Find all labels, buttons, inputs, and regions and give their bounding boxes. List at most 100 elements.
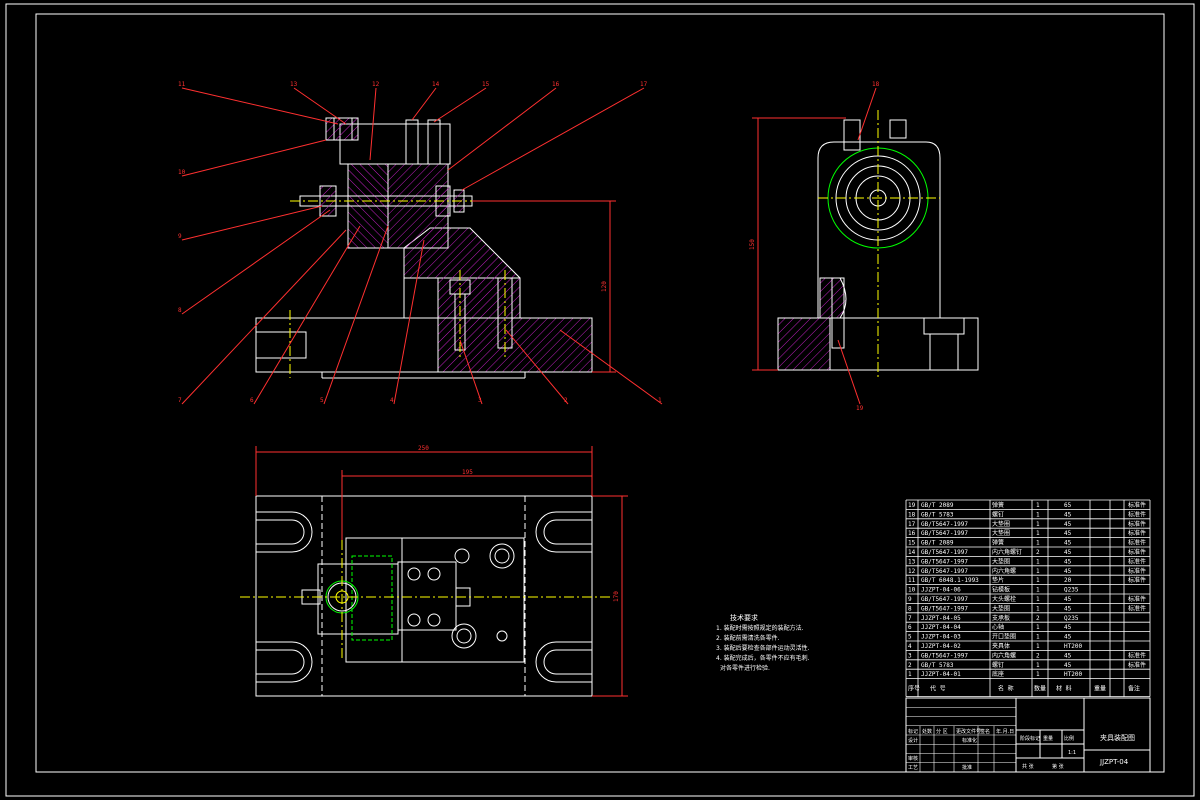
leader-line [461, 87, 645, 191]
bom-material: 45 [1064, 549, 1072, 556]
bom-no: 5 [908, 634, 912, 641]
bom-name: 垫片 [992, 576, 1004, 584]
bom-qty: 1 [1036, 530, 1040, 537]
bom-code: GB/T5647-1997 [921, 568, 968, 575]
drawing-name: 夹具装配图 [1100, 733, 1135, 742]
note-line-4: 4. 装配完成后，各零件不应有毛刺. [716, 654, 810, 662]
leader-label: 1 [658, 397, 662, 404]
bom-note: 标准件 [1128, 604, 1146, 612]
bom-name: 大垫圈 [992, 520, 1010, 528]
bom-qty: 2 [1036, 549, 1040, 556]
leader-line [411, 87, 437, 121]
bom-note: 标准件 [1128, 510, 1146, 518]
bom-no: 3 [908, 652, 912, 659]
bom-code: GB/T 6048.1-1993 [921, 577, 979, 584]
bom-material: 45 [1064, 540, 1072, 547]
tb-label-sheet: 第 张 [1052, 763, 1064, 770]
bom-name: 心轴 [992, 623, 1004, 631]
bom-name: 夹具体 [992, 642, 1010, 650]
tb-label-weight: 重量 [1043, 735, 1053, 742]
bom-no: 16 [908, 530, 916, 537]
bom-name: 内六角螺 [992, 567, 1016, 575]
bom-qty: 1 [1036, 502, 1040, 509]
tb-label-mark: 标记 [908, 728, 918, 735]
bom-qty: 1 [1036, 671, 1040, 678]
bom-no: 6 [908, 624, 912, 631]
bom-note: 标准件 [1128, 539, 1146, 547]
bom-material: 65 [1064, 502, 1072, 509]
leader-label: 9 [178, 233, 182, 240]
bom-note: 标准件 [1128, 501, 1146, 509]
bom-qty: 1 [1036, 558, 1040, 565]
bom-no: 10 [908, 587, 916, 594]
bom-code: GB/T5647-1997 [921, 530, 968, 537]
leader-line [181, 87, 339, 125]
bom-code: GB/T5647-1997 [921, 605, 968, 612]
bom-code: GB/T5647-1997 [921, 596, 968, 603]
bom-qty: 1 [1036, 568, 1040, 575]
bom-header-qty: 数量 [1034, 685, 1046, 693]
bom-qty: 1 [1036, 643, 1040, 650]
bom-material: HT200 [1064, 671, 1082, 678]
leader-label: 15 [482, 81, 490, 88]
bom-code: GB/T 2089 [921, 502, 954, 509]
leader-line [447, 87, 557, 171]
bom-code: GB/T 5783 [921, 511, 954, 518]
leader-label: 6 [250, 397, 254, 404]
leader-label: 16 [552, 81, 560, 88]
bom-no: 13 [908, 558, 916, 565]
bom-no: 9 [908, 596, 912, 603]
bom-no: 4 [908, 643, 912, 650]
leader-label: 14 [432, 81, 440, 88]
tb-label-process: 工艺 [908, 765, 918, 771]
bom-material: 45 [1064, 511, 1072, 518]
bom-qty: 1 [1036, 634, 1040, 641]
bom-qty: 1 [1036, 605, 1040, 612]
leader-line [181, 205, 323, 241]
bom-note: 标准件 [1128, 548, 1146, 556]
leader-label: 3 [478, 397, 482, 404]
bom-note: 标准件 [1128, 576, 1146, 584]
bom-qty: 1 [1036, 596, 1040, 603]
front-dim-height: 120 [601, 281, 608, 292]
bom-name: 弹簧 [992, 501, 1004, 509]
leader-label: 13 [290, 81, 298, 88]
leader-line [323, 225, 389, 405]
leader-label: 4 [390, 397, 394, 404]
leader-line [253, 225, 361, 405]
bom-note: 标准件 [1128, 661, 1146, 669]
leader-line [369, 87, 377, 161]
bom-note: 标准件 [1128, 520, 1146, 528]
leader-line [433, 87, 487, 123]
bom-material: Q235 [1064, 615, 1079, 622]
leader-label: 12 [372, 81, 380, 88]
note-line-5: 对各零件进行检验. [720, 664, 770, 672]
leader-line [459, 339, 483, 405]
leader-line [837, 339, 861, 405]
tb-label-count: 处数 [922, 728, 932, 735]
bom-qty: 2 [1036, 615, 1040, 622]
note-line-2: 2. 装配前需清洗各零件. [716, 634, 780, 642]
drawing-code: JJZPT-04 [1099, 758, 1129, 766]
bom-material: 45 [1064, 662, 1072, 669]
leader-label: 11 [178, 81, 186, 88]
bom-no: 14 [908, 549, 916, 556]
leader-label: 10 [178, 169, 186, 176]
bom-no: 11 [908, 577, 916, 584]
bom-name: 开口垫圈 [992, 633, 1016, 641]
bom-qty: 1 [1036, 624, 1040, 631]
leader-line [559, 329, 663, 405]
bom-code: JJZPT-04-04 [921, 624, 961, 631]
bom-no: 18 [908, 511, 916, 518]
bom-code: JJZPT-04-01 [921, 671, 961, 678]
top-view: 250 195 170 [240, 445, 628, 697]
bom-name: 大头螺栓 [992, 595, 1016, 603]
bom-name: 支承板 [992, 614, 1010, 622]
tb-label-review: 审核 [908, 755, 918, 762]
tb-label-sign: 签名 [980, 728, 990, 735]
bom-code: GB/T5647-1997 [921, 558, 968, 565]
bom-no: 19 [908, 502, 916, 509]
leader-label: 8 [178, 307, 182, 314]
